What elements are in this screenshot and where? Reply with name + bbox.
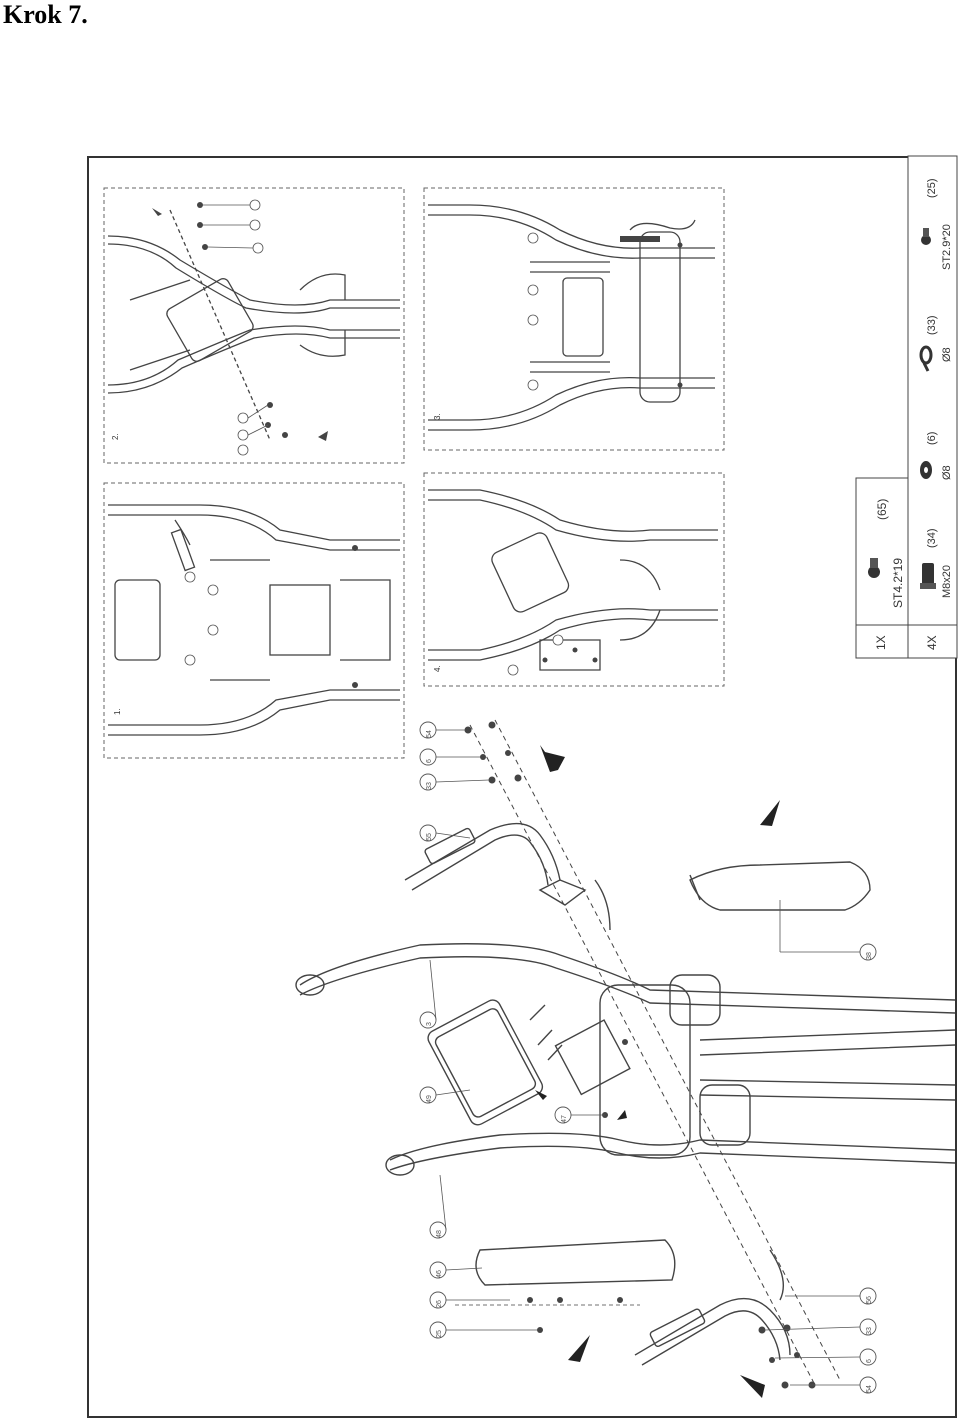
callout-label: 46: [436, 1270, 443, 1278]
part-ref: (6): [926, 432, 938, 445]
screw-icon: [921, 228, 931, 245]
callout-label: 33: [426, 782, 433, 790]
callout-label: 26: [436, 1300, 443, 1308]
part-name: ST4.2*19: [891, 558, 905, 608]
callout-label: 38: [866, 952, 873, 960]
parts-table: 1X 4X ST4.2*19 (65) M8x20 (34) Ø8 (6) Ø8…: [855, 155, 958, 659]
panel-1: 1.: [103, 482, 405, 759]
main-exploded-view: 54 6 33 55 3 49 48 46 26 25 38 47 56 33 …: [295, 719, 956, 1398]
diagram-frame: [87, 156, 957, 1418]
part-ref: (25): [926, 178, 938, 198]
panel-label: 1.: [113, 708, 122, 715]
panel-label: 4.: [433, 665, 442, 672]
part-name: Ø8: [941, 465, 953, 480]
callout-label: 6: [426, 759, 433, 763]
callout-label: 25: [436, 1330, 443, 1338]
panel-3: 3.: [423, 187, 725, 451]
callout-label: 33: [866, 1327, 873, 1335]
part-name: M8x20: [941, 565, 953, 598]
callout-label: 54: [866, 1385, 873, 1393]
part-ref: (34): [926, 528, 938, 548]
part-ref: (65): [875, 499, 889, 520]
panel-2: 2.: [103, 187, 405, 464]
part-ref: (33): [926, 315, 938, 335]
callout-label: 47: [561, 1115, 568, 1123]
callout-label: 49: [426, 1095, 433, 1103]
qty-label: 1X: [874, 635, 888, 650]
callout-label: 3: [426, 1022, 433, 1026]
callout-label: 6: [866, 1359, 873, 1363]
washer-icon: [920, 461, 932, 479]
panel-label: 2.: [111, 433, 120, 440]
bolt-icon: [920, 563, 936, 589]
part-name: Ø8: [941, 347, 953, 362]
panel-4: 4.: [423, 472, 725, 687]
screw-icon: [868, 558, 880, 578]
panel-label: 3.: [433, 413, 442, 420]
callout-label: 48: [436, 1230, 443, 1238]
callout-label: 56: [866, 1296, 873, 1304]
part-name: ST2.9*20: [941, 224, 953, 270]
callout-label: 54: [426, 730, 433, 738]
callout-label: 55: [426, 833, 433, 841]
spring-washer-icon: [919, 345, 933, 372]
page-title: Krok 7.: [3, 0, 88, 29]
qty-label: 4X: [925, 635, 939, 650]
